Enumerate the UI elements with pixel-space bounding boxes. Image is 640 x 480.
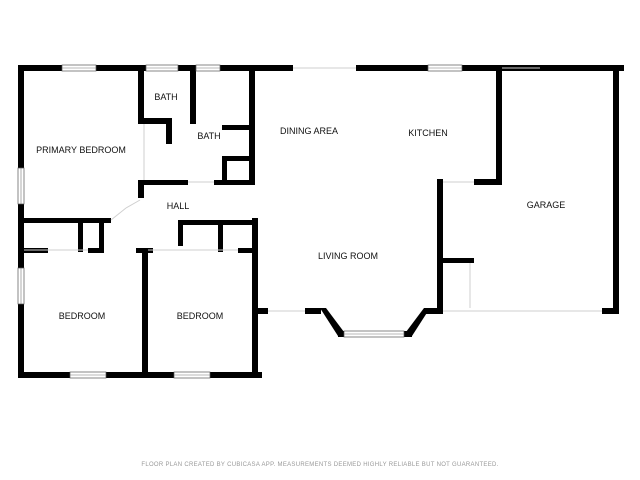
- footer-disclaimer: FLOOR PLAN CREATED BY CUBICASA APP. MEAS…: [141, 462, 498, 468]
- dining-area-label: DINING AREA: [280, 126, 338, 136]
- hall-label: HALL: [167, 201, 190, 211]
- door-openings: [24, 67, 602, 312]
- bath-label-2: BATH: [197, 131, 220, 141]
- primary-bedroom-label: PRIMARY BEDROOM: [36, 145, 126, 155]
- interior-walls: [18, 65, 502, 378]
- living-room-label: LIVING ROOM: [318, 251, 378, 261]
- kitchen-label: KITCHEN: [408, 128, 448, 138]
- bath-label-1: BATH: [154, 92, 177, 102]
- room-labels: PRIMARY BEDROOM BATH BATH DINING AREA KI…: [36, 92, 565, 321]
- garage-label: GARAGE: [527, 200, 566, 210]
- bedroom-label-1: BEDROOM: [59, 311, 106, 321]
- windows: [17, 64, 463, 379]
- bedroom-label-2: BEDROOM: [177, 311, 224, 321]
